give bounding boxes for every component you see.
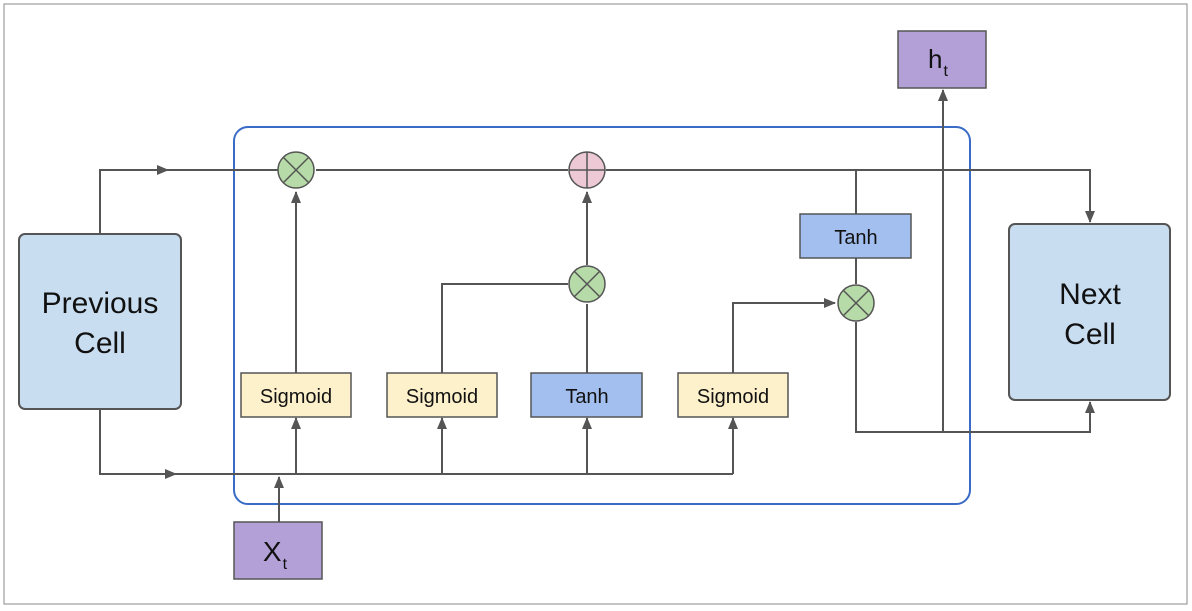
input-xt-subscript: t [283, 556, 288, 573]
output-gate-label: Sigmoid [697, 386, 769, 408]
forget-gate-label: Sigmoid [260, 386, 332, 408]
cell-state-out-line [606, 169, 1095, 223]
input-gate-label: Sigmoid [406, 386, 478, 408]
multiply-icon-cross [842, 289, 870, 317]
output-gate-output-arrow [732, 298, 836, 373]
candidate-gate-box [530, 372, 643, 418]
add-icon-cross [569, 152, 605, 188]
lstm-cell-frame [233, 126, 971, 505]
input-xt-base: X [263, 536, 282, 567]
previous-cell-label-2: Cell [74, 327, 126, 360]
next-cell-box [1008, 223, 1171, 401]
previous-cell-box [18, 233, 182, 410]
previous-cell-label-1: Previous [42, 287, 159, 320]
output-multiply-op [837, 284, 875, 322]
add-op [568, 151, 606, 189]
cell-tanh-label: Tanh [834, 227, 877, 249]
input-xt-box [233, 521, 323, 580]
input-multiply-op [568, 265, 606, 303]
forget-gate-box [240, 372, 352, 418]
input-xt-label: Xt [263, 536, 288, 573]
next-cell-label-1: Next [1059, 278, 1121, 311]
output-ht-base: h [928, 44, 942, 74]
cell-tanh-box [799, 213, 912, 259]
next-cell-label-2: Cell [1064, 318, 1116, 351]
input-gate-box [386, 372, 498, 418]
output-ht-subscript: t [944, 63, 949, 80]
input-gate-output-line [441, 283, 568, 373]
output-ht-box [897, 30, 987, 89]
multiply-icon-cross [282, 156, 310, 184]
output-ht-label: ht [928, 44, 948, 80]
connections [99, 89, 1095, 522]
hidden-out-line [855, 322, 1095, 433]
multiply-icon-cross [573, 270, 601, 298]
candidate-gate-label: Tanh [565, 386, 608, 408]
output-gate-box [677, 372, 789, 418]
forget-multiply-op [277, 151, 315, 189]
